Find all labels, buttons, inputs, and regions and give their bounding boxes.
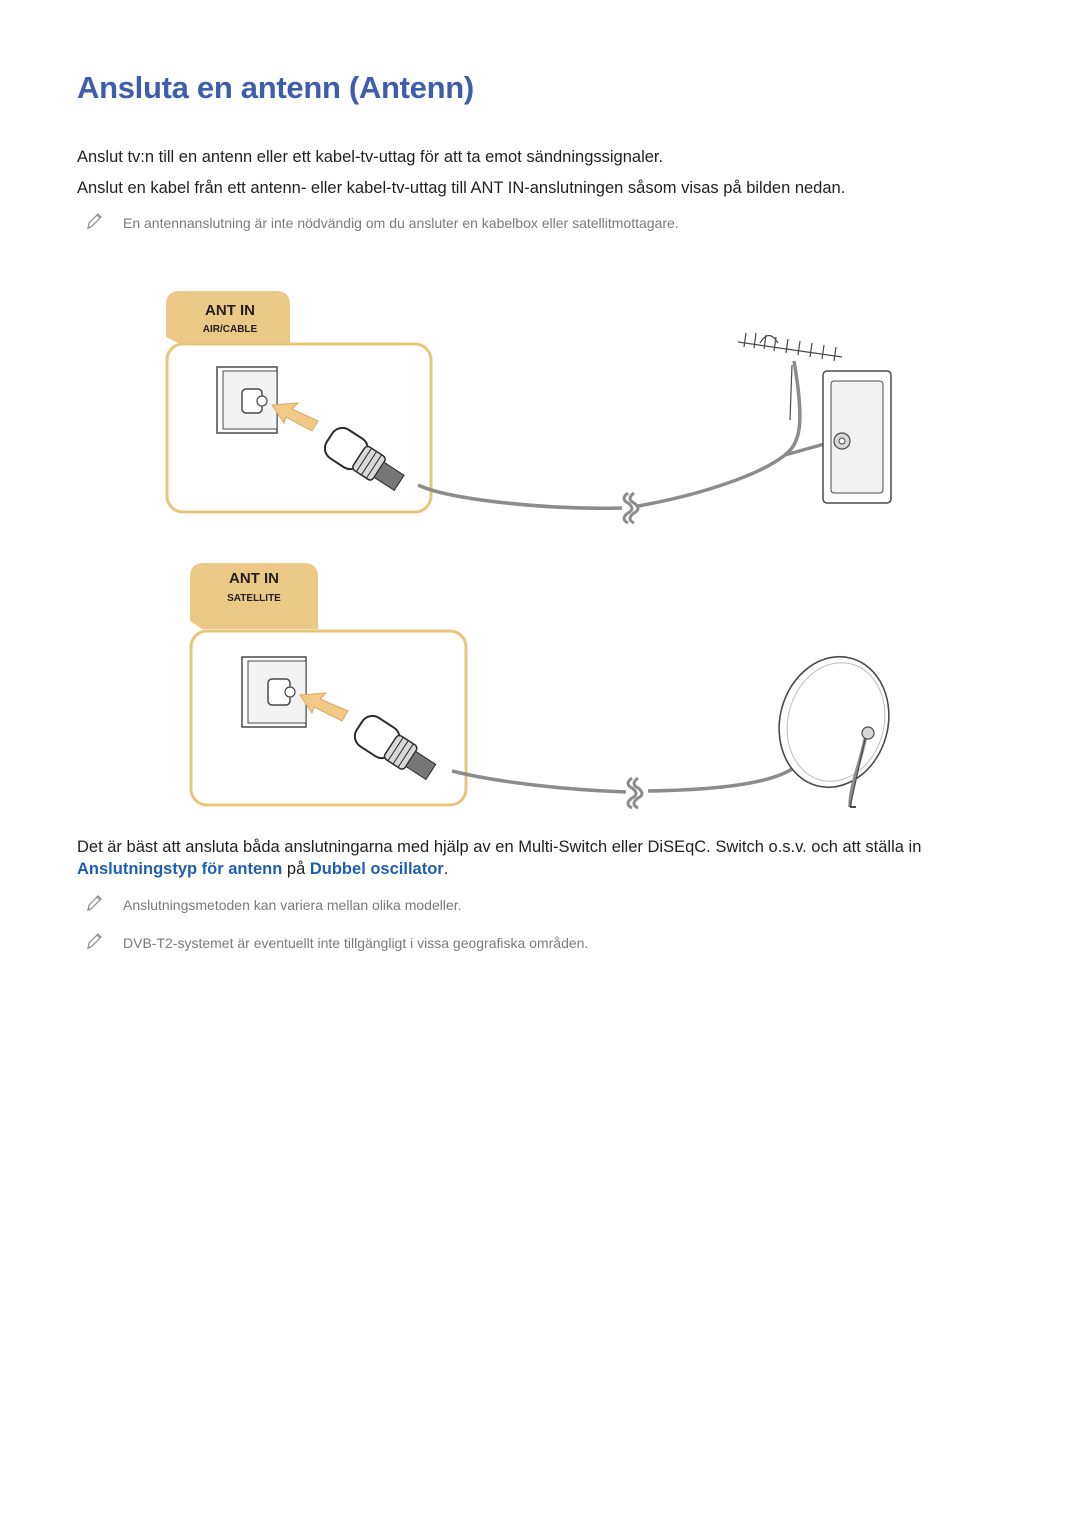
satellite-dish-icon: [778, 655, 890, 808]
intro-paragraph-1: Anslut tv:n till en antenn eller ett kab…: [77, 148, 664, 166]
panel-2-tab: [190, 563, 318, 629]
body-text-start: Det är bäst att ansluta båda anslutninga…: [77, 838, 922, 856]
cable-break-icon-2b: [632, 776, 644, 810]
wall-outlet-icon: [822, 370, 892, 504]
panel-2-subtitle: SATELLITE: [227, 593, 281, 604]
pencil-note-icon-2: [87, 895, 102, 912]
cable-antenna: [637, 360, 802, 508]
cable-break-icon: [622, 491, 634, 525]
panel-1-subtitle: AIR/CABLE: [203, 324, 258, 335]
panel-1-tab: [166, 291, 290, 343]
coax-wall-socket-icon-2: [241, 656, 307, 728]
coax-plug-icon: [323, 426, 405, 492]
note-1-text: En antennanslutning är inte nödvändig om…: [123, 215, 679, 231]
cable-break-icon-b: [628, 491, 640, 525]
pencil-note-icon: [87, 213, 102, 230]
insert-arrow-icon: [271, 402, 319, 432]
note-2-text: Anslutningsmetoden kan variera mellan ol…: [123, 897, 462, 913]
cable-break-icon-2: [626, 776, 638, 810]
panel-air-cable: ANT IN AIR/CABLE: [165, 291, 433, 514]
cable-dish: [647, 767, 793, 793]
body-text-end: .: [443, 860, 449, 878]
link-anslutningstyp[interactable]: Anslutningstyp för antenn: [77, 860, 283, 878]
cable-satellite: [451, 769, 627, 794]
connection-diagram: ANT IN AIR/CABLE: [165, 291, 892, 810]
coax-plug-icon-2: [353, 714, 437, 781]
panel-1-title: ANT IN: [205, 302, 255, 319]
cable-outlet: [784, 441, 829, 457]
coax-wall-socket-icon: [216, 366, 278, 434]
body-text-mid: på: [282, 860, 310, 878]
body-paragraph: Det är bäst att ansluta båda anslutninga…: [77, 836, 1017, 880]
antenna-icon: [737, 332, 843, 421]
link-dubbel-oscillator[interactable]: Dubbel oscillator: [309, 860, 444, 878]
panel-2-title: ANT IN: [229, 570, 279, 587]
intro-paragraph-2: Anslut en kabel från ett antenn- eller k…: [77, 179, 846, 197]
panel-satellite: ANT IN SATELLITE: [189, 563, 468, 807]
note-3-text: DVB-T2-systemet är eventuellt inte tillg…: [123, 935, 589, 951]
page-title: Ansluta en antenn (Antenn): [77, 70, 474, 105]
cable-air: [417, 483, 623, 510]
pencil-note-icon-3: [87, 933, 102, 950]
insert-arrow-icon-2: [299, 692, 349, 722]
